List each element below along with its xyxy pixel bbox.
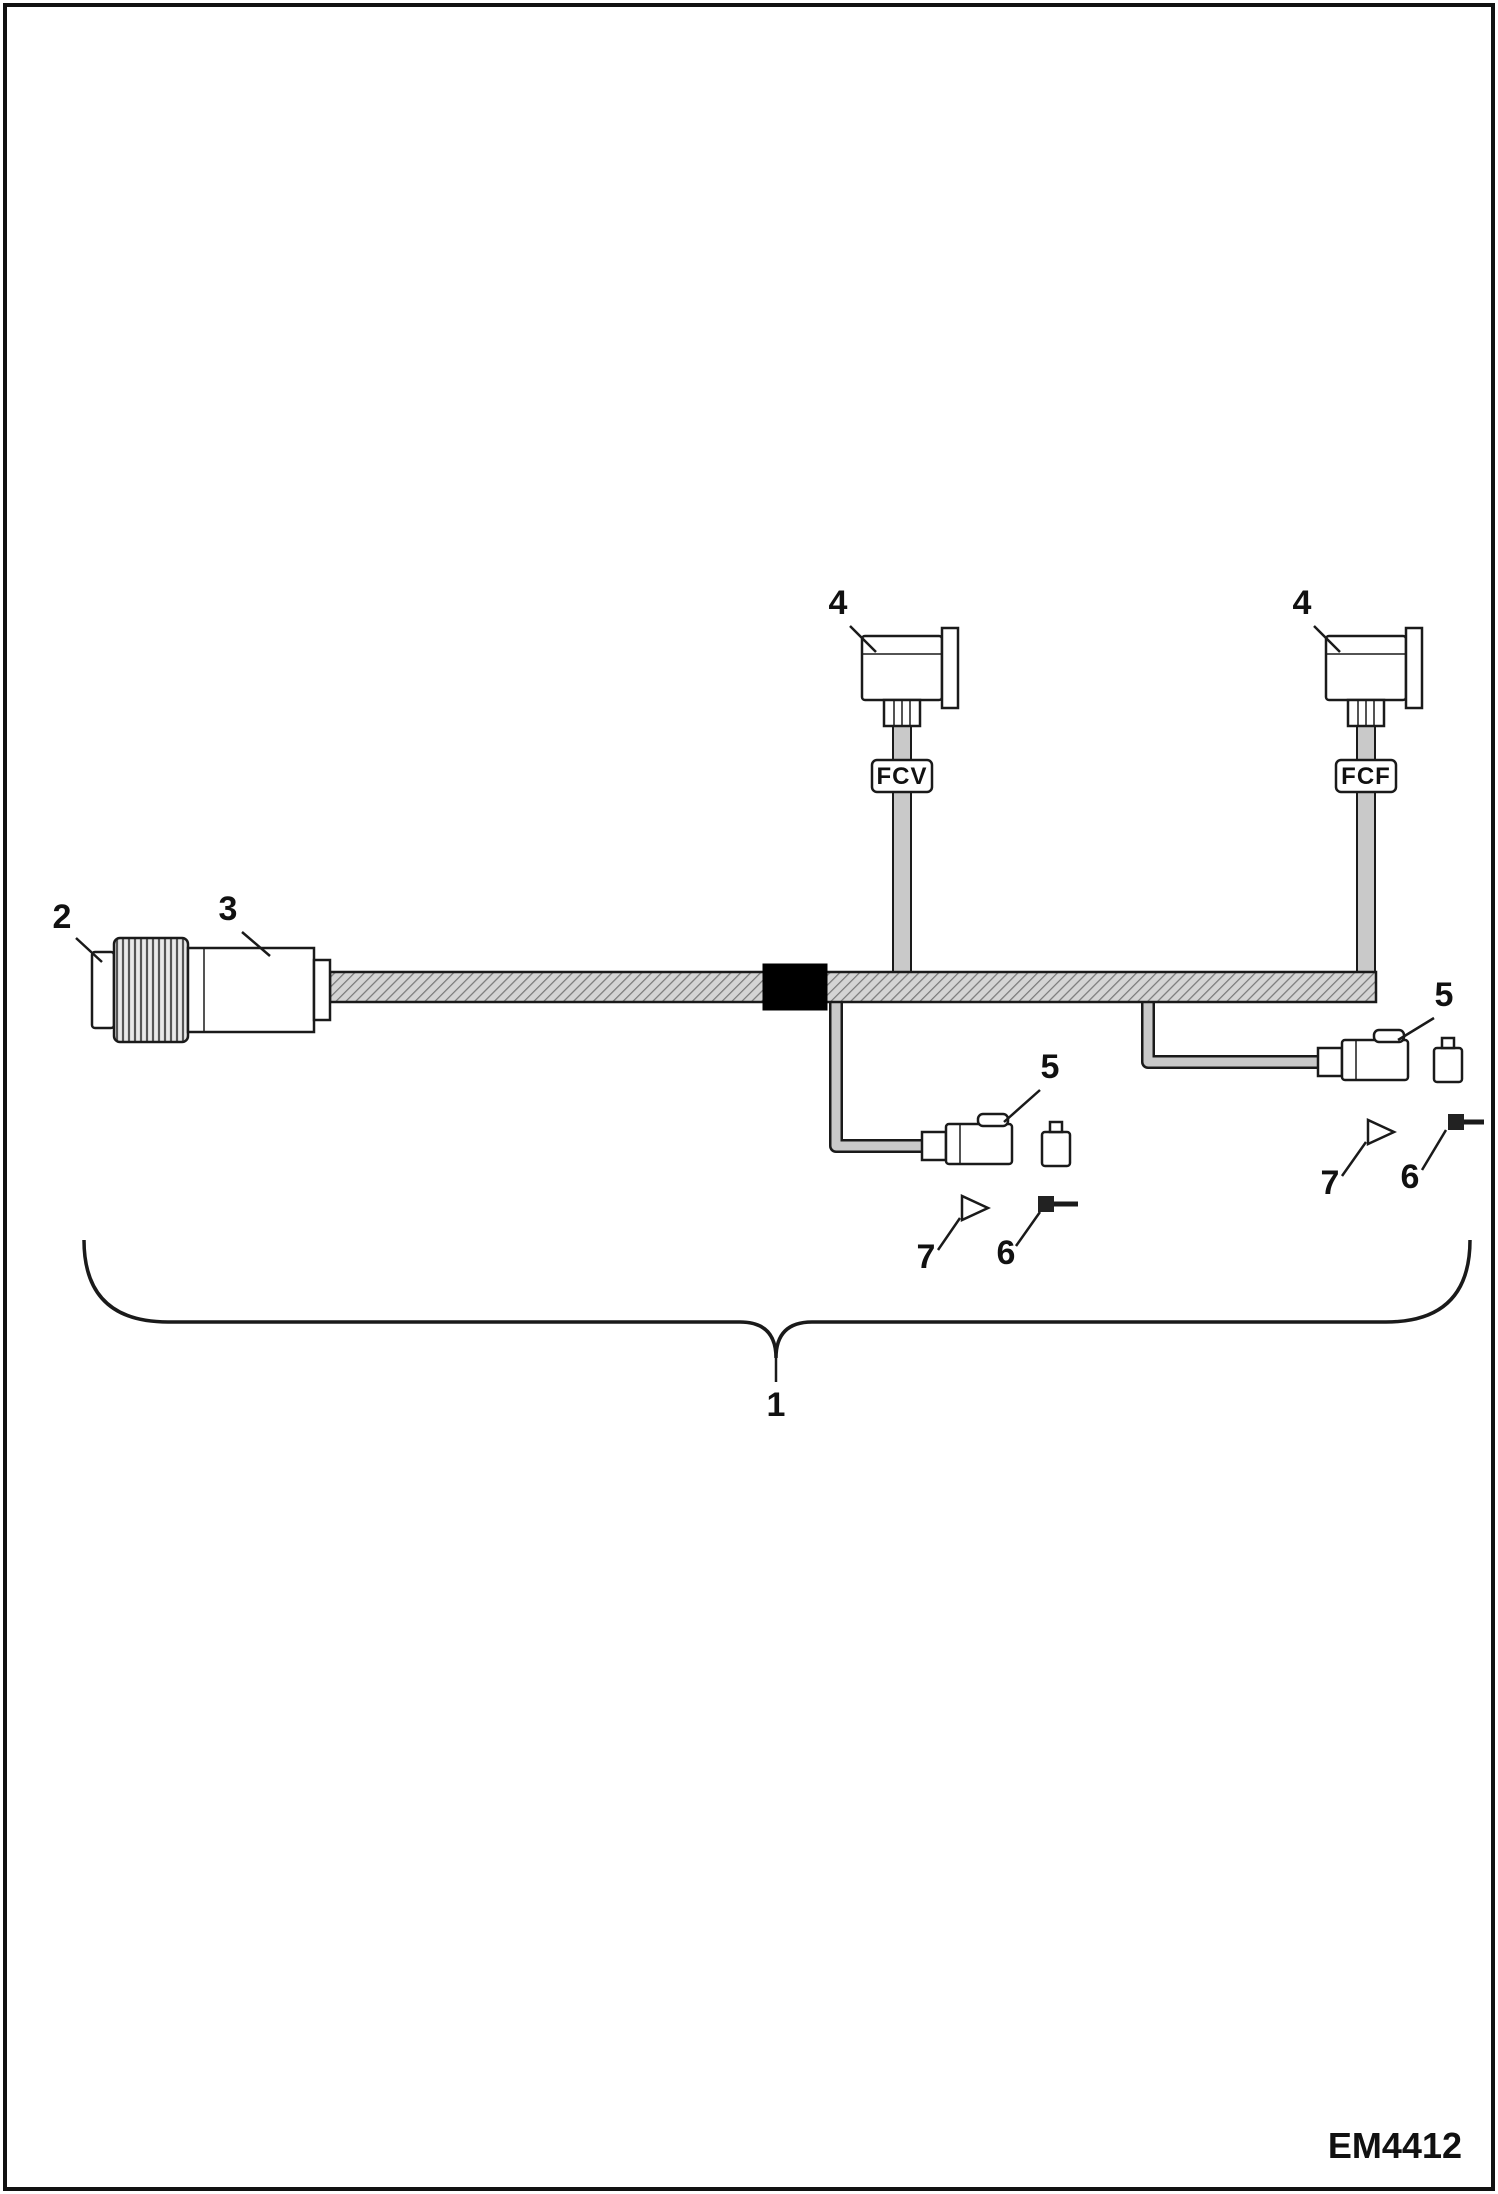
- callout-item2: 2: [53, 898, 72, 936]
- leader-lines: [75, 625, 1448, 1251]
- callout-item5-mid: 5: [1041, 1048, 1060, 1086]
- secondary-lock-mid-item5: [1040, 1120, 1072, 1168]
- branch-cable-mid: [829, 998, 930, 1153]
- connector-body-item3: [186, 946, 316, 1034]
- callout-item4-right: 4: [1293, 584, 1312, 622]
- coil-connector-fcf-item4: [1324, 626, 1424, 728]
- mid-connector-latch: [976, 1112, 1010, 1128]
- mid-connector-body: [944, 1122, 1014, 1166]
- fcf-connector-body: [1324, 634, 1408, 702]
- branch-connector-right-item5: [1316, 1028, 1410, 1082]
- coil-connector-fcv-item4: [860, 626, 960, 728]
- brace-item1: [82, 1239, 1472, 1382]
- branch-cable-right: [1141, 998, 1324, 1069]
- connector-step: [312, 958, 332, 1022]
- fcv-connector-plate: [940, 626, 960, 710]
- callout-item5-right: 5: [1435, 976, 1454, 1014]
- tag-fcf-label: FCF: [1341, 763, 1391, 790]
- connector-end-cap-item2: [90, 950, 116, 1030]
- callout-item7-mid: 7: [917, 1238, 936, 1276]
- cone-mid-item7: [960, 1194, 991, 1222]
- tag-fcv: FCV: [870, 758, 934, 794]
- right-connector-entry: [1316, 1046, 1344, 1078]
- secondary-lock-right-item5: [1432, 1036, 1464, 1084]
- mid-connector-entry: [920, 1130, 948, 1162]
- cone-right-item7: [1366, 1118, 1397, 1146]
- pin-right-item6: [1448, 1114, 1484, 1130]
- fcf-connector-plate: [1404, 626, 1424, 710]
- figure-code: EM4412: [1328, 2125, 1462, 2166]
- tag-fcf: FCF: [1334, 758, 1398, 794]
- callout-item3: 3: [219, 890, 238, 928]
- fcv-connector-body: [860, 634, 944, 702]
- page-border: [3, 3, 1495, 2191]
- pin-mid-item6: [1038, 1196, 1078, 1212]
- splice-block: [762, 963, 828, 1011]
- right-connector-body: [1340, 1038, 1410, 1082]
- callout-item4-left: 4: [829, 584, 848, 622]
- main-connector-assembly: [90, 936, 332, 1044]
- callout-item7-right: 7: [1321, 1164, 1340, 1202]
- tag-fcv-label: FCV: [877, 763, 928, 790]
- main-cable: [328, 970, 1378, 1004]
- callout-item6-mid: 6: [997, 1234, 1016, 1272]
- callout-item6-right: 6: [1401, 1158, 1420, 1196]
- callout-item1: 1: [767, 1386, 786, 1424]
- knurled-ring-item2: [112, 936, 190, 1044]
